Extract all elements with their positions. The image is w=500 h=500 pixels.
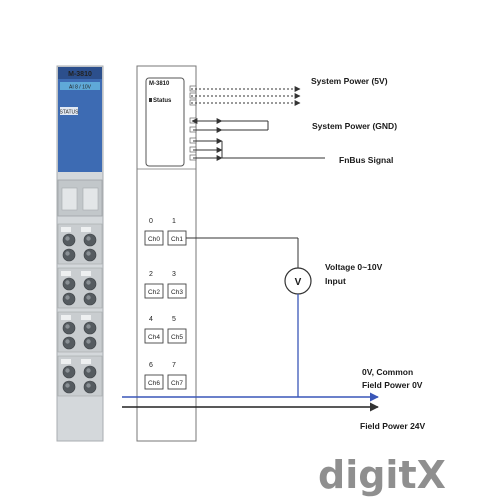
common-0v-label: 0V, Common xyxy=(362,367,413,377)
status-led-icon xyxy=(149,98,152,102)
channel-terminal-box xyxy=(144,374,164,390)
channel-label-ch7: Ch7 xyxy=(171,380,183,387)
channel-number-5: 5 xyxy=(172,316,176,323)
channel-label-ch4: Ch4 xyxy=(148,334,160,341)
channel-number-0: 0 xyxy=(149,218,153,225)
channel-label-ch2: Ch2 xyxy=(148,289,160,296)
status-led-label: Status xyxy=(153,98,172,104)
channel-number-1: 1 xyxy=(172,218,176,225)
field-power-24v-label: Field Power 24V xyxy=(360,421,426,431)
system-power-5v-label: System Power (5V) xyxy=(311,76,388,86)
module-photo: M-3810 AI 8 / 10V STATUS xyxy=(56,65,104,442)
channel-terminal-box xyxy=(144,283,164,299)
field-power-lines xyxy=(122,392,379,412)
channel-terminal-box xyxy=(167,374,187,390)
channel-label-ch6: Ch6 xyxy=(148,380,160,387)
channel-label-ch0: Ch0 xyxy=(148,236,160,243)
channel-number-4: 4 xyxy=(149,316,153,323)
channel-terminal-box xyxy=(144,230,164,246)
fnbus-signal-label: FnBus Signal xyxy=(339,155,393,165)
channel-label-ch5: Ch5 xyxy=(171,334,183,341)
channel-number-6: 6 xyxy=(149,362,153,369)
channel-number-2: 2 xyxy=(149,271,153,278)
channel-number-7: 7 xyxy=(172,362,176,369)
channel-terminal-box xyxy=(167,283,187,299)
module-model-label: M-3810 xyxy=(149,81,170,87)
voltage-range-label: Voltage 0~10V xyxy=(325,262,383,272)
system-bus-lines xyxy=(191,86,325,161)
voltage-input-label: Input xyxy=(325,276,346,286)
photo-status-text: STATUS xyxy=(60,110,80,116)
photo-sub-text: AI 8 / 10V xyxy=(69,85,92,91)
channel-terminal-box xyxy=(144,328,164,344)
photo-model-text: M-3810 xyxy=(68,71,92,78)
channel-label-ch1: Ch1 xyxy=(171,236,183,243)
system-power-gnd-label: System Power (GND) xyxy=(312,121,397,131)
watermark-text: digitX xyxy=(318,453,446,497)
field-power-0v-label: Field Power 0V xyxy=(362,380,423,390)
channel-terminal-box xyxy=(167,328,187,344)
channel-label-ch3: Ch3 xyxy=(171,289,183,296)
voltage-input-wiring: V xyxy=(186,237,312,397)
voltmeter-symbol: V xyxy=(295,277,302,288)
channel-number-3: 3 xyxy=(172,271,176,278)
terminal-block-photo xyxy=(57,223,103,397)
watermark-logo: digitX xyxy=(318,453,446,497)
